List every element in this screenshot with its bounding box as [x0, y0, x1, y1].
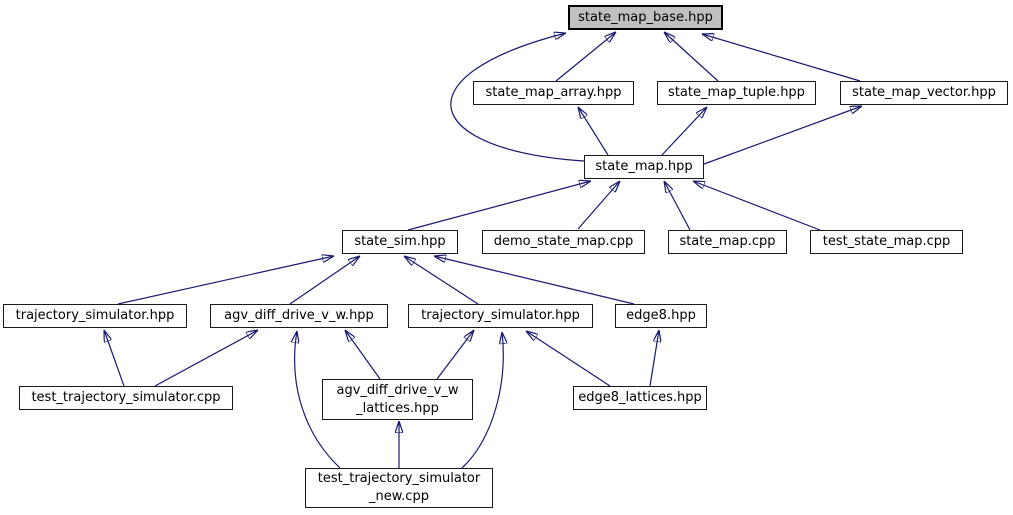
edge-new-cpp-to-agv-diff-drive — [295, 331, 341, 469]
node-agv-diff-drive-v-w-hpp[interactable]: agv_diff_drive_v_w.hpp — [210, 304, 388, 328]
edge-test-trajectory-simulator-to-agv-diff-drive — [154, 330, 258, 387]
edge-state-map-to-state-map-vector — [703, 106, 862, 165]
edge-new-cpp-to-trajectory-simulator-right — [461, 332, 503, 469]
node-test-trajectory-simulator-cpp[interactable]: test_trajectory_simulator.cpp — [19, 386, 233, 410]
edge-state-map-vector-to-state-map-base — [702, 34, 861, 82]
node-state-map-base-hpp[interactable]: state_map_base.hpp — [568, 5, 723, 30]
node-state-map-hpp[interactable]: state_map.hpp — [584, 155, 704, 179]
edge-test-state-map-to-state-map — [693, 181, 821, 231]
node-state-map-tuple-hpp[interactable]: state_map_tuple.hpp — [657, 81, 816, 105]
edge-test-trajectory-simulator-to-trajectory-simulator-left — [104, 330, 125, 387]
node-edge8-lattices-hpp[interactable]: edge8_lattices.hpp — [573, 386, 707, 410]
edge-agv-diff-drive-to-state-sim — [289, 256, 360, 305]
node-state-map-cpp[interactable]: state_map.cpp — [668, 230, 787, 254]
node-agv-diff-drive-v-w-lattices-hpp[interactable]: agv_diff_drive_v_w _lattices.hpp — [322, 379, 473, 420]
node-state-map-vector-hpp[interactable]: state_map_vector.hpp — [840, 81, 1008, 105]
node-state-sim-hpp[interactable]: state_sim.hpp — [342, 230, 458, 254]
edge-state-map-cpp-to-state-map — [664, 181, 691, 231]
node-trajectory-simulator-hpp-right[interactable]: trajectory_simulator.hpp — [408, 304, 593, 328]
edge-edge8-lattices-to-trajectory-simulator-right — [526, 331, 611, 387]
node-demo-state-map-cpp[interactable]: demo_state_map.cpp — [482, 230, 645, 254]
node-edge8-hpp[interactable]: edge8.hpp — [615, 304, 707, 328]
edge-state-map-to-state-map-array — [578, 107, 609, 156]
edge-demo-state-map-to-state-map — [577, 181, 620, 230]
edge-state-map-to-state-map-tuple — [661, 107, 707, 156]
edge-lattices-to-agv-diff-drive — [345, 330, 381, 380]
node-trajectory-simulator-hpp-left[interactable]: trajectory_simulator.hpp — [3, 304, 187, 328]
edge-trajectory-simulator-right-to-state-sim — [404, 256, 479, 305]
node-state-map-array-hpp[interactable]: state_map_array.hpp — [473, 81, 634, 105]
edge-edge8-to-state-sim — [434, 256, 635, 305]
edge-state-map-tuple-to-state-map-base — [664, 32, 719, 82]
edge-edge8-lattices-to-edge8 — [649, 330, 659, 387]
node-test-state-map-cpp[interactable]: test_state_map.cpp — [810, 230, 963, 254]
edge-trajectory-simulator-left-to-state-sim — [117, 256, 334, 305]
edge-state-map-to-state-map-base — [450, 33, 585, 162]
edge-lattices-to-trajectory-simulator-right — [436, 330, 474, 380]
edge-state-sim-to-state-map — [407, 181, 591, 231]
edge-state-map-array-to-state-map-base — [555, 32, 616, 82]
node-test-trajectory-simulator-new-cpp[interactable]: test_trajectory_simulator _new.cpp — [305, 468, 493, 508]
